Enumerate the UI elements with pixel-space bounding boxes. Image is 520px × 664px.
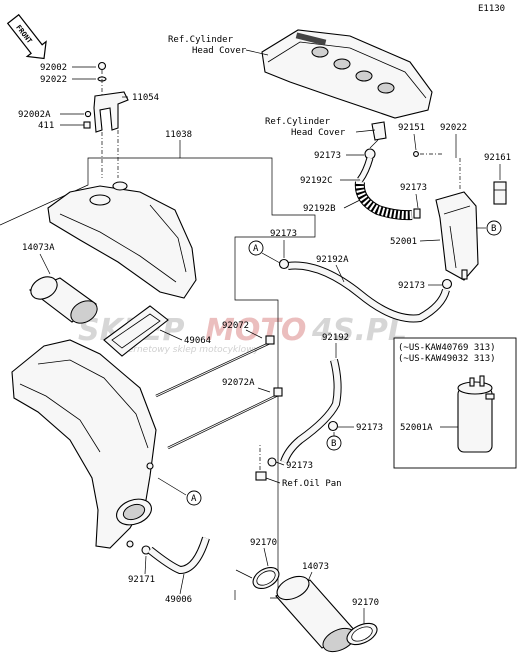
screw-92151 bbox=[413, 151, 419, 157]
part-52001: 52001 bbox=[390, 237, 417, 247]
clamp-92170-lower bbox=[346, 622, 378, 646]
cable-tie-92072 bbox=[155, 335, 275, 398]
part-92173-d: 92173 bbox=[270, 229, 297, 239]
hose-92192 bbox=[280, 359, 342, 464]
part-14073A: 14073A bbox=[22, 243, 55, 253]
hose-92192A bbox=[287, 261, 450, 323]
breather-tank-52001A bbox=[457, 375, 495, 453]
part-92072: 92072 bbox=[222, 321, 249, 331]
callout-B-right: B bbox=[491, 224, 496, 234]
variant-line-1: (~US-KAW40769 313) bbox=[398, 343, 496, 353]
cylinder-head-cover bbox=[261, 29, 433, 149]
filter-14073 bbox=[275, 575, 357, 653]
filter-element-14073A bbox=[28, 276, 98, 324]
part-92173-c: 92173 bbox=[398, 281, 425, 291]
clamp-92173-e bbox=[327, 420, 339, 432]
part-92161: 92161 bbox=[484, 153, 511, 163]
part-92170-upper: 92170 bbox=[250, 538, 277, 548]
hose-49006 bbox=[147, 536, 210, 575]
part-11054: 11054 bbox=[132, 93, 159, 103]
part-92173-a: 92173 bbox=[314, 151, 341, 161]
breather-tank-52001 bbox=[435, 191, 479, 281]
clamp-92170-upper bbox=[252, 566, 280, 590]
part-52001A: 52001A bbox=[400, 423, 433, 433]
callout-a-icon bbox=[186, 490, 202, 506]
air-box-lower-housing bbox=[11, 339, 157, 549]
ref-oil-pan-label: Ref.Oil Pan bbox=[282, 479, 342, 489]
clamp-92173-b bbox=[413, 208, 421, 219]
variant-box: (~US-KAW40769 313) (~US-KAW49032 313) 52… bbox=[393, 337, 517, 469]
part-14073: 14073 bbox=[302, 562, 329, 572]
air-box-upper-housing bbox=[47, 181, 197, 299]
hose-92192B bbox=[354, 181, 413, 221]
variant-line-2: (~US-KAW49032 313) bbox=[398, 354, 496, 364]
callout-A-left: A bbox=[191, 494, 197, 504]
watermark-right: 4S.PL bbox=[311, 313, 407, 348]
diagram-code: E1130 bbox=[478, 4, 505, 14]
watermark-mid: MOTO bbox=[205, 313, 306, 348]
part-92022-right: 92022 bbox=[440, 123, 467, 133]
gasket-49064 bbox=[103, 305, 169, 357]
part-92173-f: 92173 bbox=[286, 461, 313, 471]
hose-92192C bbox=[357, 157, 374, 183]
clamp-92173-a bbox=[364, 148, 376, 160]
clamp-92173-f bbox=[267, 457, 277, 467]
part-92151: 92151 bbox=[398, 123, 425, 133]
part-92170-lower: 92170 bbox=[352, 598, 379, 608]
clamp-92173-d bbox=[278, 258, 290, 270]
part-92022-washer: 92022 bbox=[40, 75, 67, 85]
callout-b-icon bbox=[486, 220, 502, 236]
part-92192A: 92192A bbox=[316, 255, 349, 265]
bolt-92002 bbox=[97, 61, 107, 71]
part-92002A: 92002A bbox=[18, 110, 51, 120]
callout-b-icon bbox=[326, 435, 342, 451]
cable-tie-92072A bbox=[167, 387, 283, 450]
callout-a-icon bbox=[248, 240, 264, 256]
assembly-11038-outline bbox=[0, 140, 316, 600]
ref-cyl-head-cover-label-1a: Ref.Cylinder bbox=[168, 35, 234, 45]
part-92192B: 92192B bbox=[303, 204, 336, 214]
oil-pan-fitting bbox=[255, 471, 267, 481]
part-92173-e: 92173 bbox=[356, 423, 383, 433]
ref-cyl-head-cover-label-2b: Head Cover bbox=[291, 128, 346, 138]
part-49006: 49006 bbox=[165, 595, 192, 605]
front-arrow-icon: FRONT bbox=[6, 13, 47, 60]
callout-B-lower: B bbox=[331, 439, 336, 449]
callout-A-hose: A bbox=[253, 244, 259, 254]
part-11038: 11038 bbox=[165, 130, 192, 140]
watermark-sub: internetowy sklep motocyklowy bbox=[116, 345, 259, 355]
part-92072A: 92072A bbox=[222, 378, 255, 388]
part-49064: 49064 bbox=[184, 336, 211, 346]
part-92173-b: 92173 bbox=[400, 183, 427, 193]
ref-cyl-head-cover-label-1b: Head Cover bbox=[192, 46, 247, 56]
part-92192C: 92192C bbox=[300, 176, 333, 186]
ref-cyl-head-cover-label-2a: Ref.Cylinder bbox=[265, 117, 331, 127]
part-411: 411 bbox=[38, 121, 54, 131]
part-92171: 92171 bbox=[128, 575, 155, 585]
damper-92161 bbox=[493, 181, 507, 205]
bracket-11054 bbox=[93, 91, 129, 133]
clamp-92173-c bbox=[441, 278, 453, 290]
part-92002: 92002 bbox=[40, 63, 67, 73]
part-92192: 92192 bbox=[322, 333, 349, 343]
